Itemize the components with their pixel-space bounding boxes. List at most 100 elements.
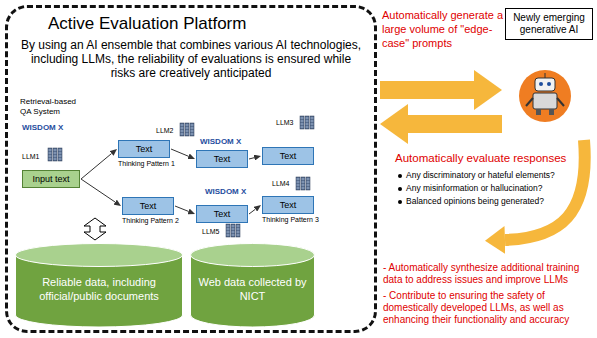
server-slot [227,226,230,227]
node-text: Input text [29,173,73,185]
robot-eye [547,82,551,86]
pattern-label: Thinking Pattern 3 [262,215,319,224]
pattern-label: Thinking Pattern 1 [118,159,175,168]
server-slot [232,235,235,236]
red-note: Automatically generate a large volume of… [382,8,506,50]
flow-arrow [81,179,115,202]
database-cylinder: Web data collected by NICT [190,243,315,327]
node-text: Text [269,150,307,162]
database-cylinder: Reliable data, including official/public… [15,243,183,327]
server-slot [297,185,300,186]
server-slot [237,232,240,233]
server-rack [53,148,57,161]
server-slot [311,127,314,128]
node-text: By using an AI ensemble that combines va… [19,38,364,80]
server-slot [232,232,235,233]
server-slot [181,131,184,132]
server-rack [185,123,189,136]
bullet-item: Balanced opinions being generated? [397,196,544,207]
node-text: Text [203,153,241,165]
flow-arrow [249,158,254,159]
robot-antenna [545,73,546,78]
server-rack [306,177,310,190]
server-slot [186,131,189,132]
server-slot [301,121,304,122]
robot-leg [536,109,541,115]
input-box: Input text [22,170,80,188]
bullet-item: Any discriminatory or hateful elements? [397,170,555,181]
server-slot [301,118,304,119]
hollow-double-arrow [84,218,106,240]
server-slot [227,229,230,230]
server-slot [49,153,52,154]
server-slot [191,134,194,135]
server-rack [310,116,314,129]
server-slot [306,118,309,119]
server-rack [180,123,184,136]
logo-text: WISDOM X [205,187,246,197]
server-slot [311,118,314,119]
flow-arrow [175,206,189,211]
server-slot [301,124,304,125]
server-slot [302,188,305,189]
server-slot [186,128,189,129]
flow-band-arrow [380,81,474,99]
server-slot [181,134,184,135]
node-text: Newly emerging generative AI [505,8,593,40]
node-text: Text [129,200,167,212]
robot-head [535,78,555,91]
server-slot [59,159,62,160]
server-slot [227,235,230,236]
server-slot [59,156,62,157]
server-slot [306,127,309,128]
server-slot [297,188,300,189]
cylinder-top [16,244,183,267]
node-text: Text [203,208,241,220]
server-slot [49,156,52,157]
server-slot [54,156,57,157]
server-slot [49,150,52,151]
server-slot [311,124,314,125]
text-box: Text [196,205,248,223]
model-label: LLM1 [22,152,40,161]
server-slot [301,127,304,128]
server-slot [307,185,310,186]
server-rack [305,116,309,129]
server-rack [301,177,305,190]
server-rack [231,224,235,237]
red-note: - Contribute to ensuring the safety of d… [383,290,593,326]
server-rack [48,148,52,161]
server-slot [302,179,305,180]
server-slot [186,125,189,126]
node-text: Web data collected by NICT [190,243,315,303]
system-label: Retrieval-based QA System [20,97,82,117]
model-label: LLM2 [156,126,174,135]
server-slot [237,235,240,236]
robot-arm [557,98,564,106]
server-slot [302,185,305,186]
robot-arm [526,98,533,106]
robot-leg [549,109,554,115]
server-rack [58,148,62,161]
logo-text: WISDOM X [200,137,241,147]
server-slot [191,131,194,132]
server-slot [186,134,189,135]
node-text: Reliable data, including official/public… [15,243,183,303]
server-slot [54,153,57,154]
region-title: Active Evaluation Platform [48,14,374,34]
logo-text: WISDOM X [22,123,63,133]
model-label: LLM4 [272,179,290,188]
red-note: - Automatically synthesize additional tr… [383,262,593,286]
server-slot [306,124,309,125]
text-box: Text [262,196,314,214]
server-rack [300,116,304,129]
server-slot [191,128,194,129]
ai-system: Newly emerging generative AI [505,8,593,136]
server-slot [54,150,57,151]
server-slot [307,188,310,189]
server-slot [311,121,314,122]
platform-region: Active Evaluation Platform By using an AI… [5,5,377,333]
node-text: Text [125,143,163,155]
flow-arrow [249,209,255,214]
server-slot [307,179,310,180]
